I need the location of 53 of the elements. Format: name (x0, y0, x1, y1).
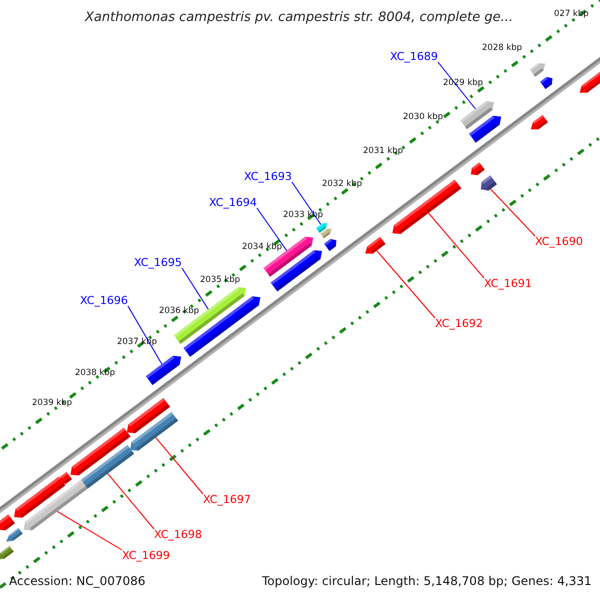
gene-block (324, 239, 336, 251)
leader-line (490, 188, 536, 236)
footer-text: Accession: NC_007086 (9, 575, 146, 587)
gene-label: XC_1691 (484, 278, 532, 289)
scale-label: 2039 kbp (32, 399, 72, 408)
gene-label: XC_1690 (535, 236, 583, 247)
gene-block (6, 528, 23, 542)
scale-label: 2031 kbp (363, 147, 404, 156)
gene-block (530, 63, 546, 77)
scale-label: 2032 kbp (322, 180, 362, 188)
leader-line (437, 62, 476, 110)
gene-block (480, 175, 497, 191)
gene-block (392, 180, 462, 234)
leader-line (127, 306, 162, 365)
leader-line (56, 510, 122, 550)
scale-label: 2030 kbp (403, 113, 444, 122)
gene-label: XC_1697 (203, 494, 251, 505)
leader-line (428, 212, 484, 278)
scale-label: 2034 kbp (242, 243, 282, 252)
scale-label: 2036 kbp (159, 307, 200, 316)
scale-label: 027 kbp (554, 10, 589, 18)
gene-label: XC_1696 (80, 295, 128, 306)
leader-line (107, 473, 154, 530)
gene-label: XC_1693 (244, 171, 292, 182)
gene-block (469, 116, 502, 143)
gene-block (0, 546, 14, 560)
gene-label: XC_1699 (122, 550, 170, 561)
gene-label: XC_1694 (209, 197, 257, 208)
gene-block (146, 356, 182, 385)
gene-block (530, 115, 548, 130)
gene-block (78, 445, 134, 490)
scale-label: 2035 kbp (200, 276, 240, 284)
leader-line (376, 250, 436, 318)
gene-block (184, 296, 260, 357)
gene-block (365, 236, 386, 254)
gene-label: XC_1692 (435, 318, 483, 329)
scale-label: 2038 kbp (75, 369, 116, 378)
gene-block (270, 250, 322, 292)
leader-line (181, 268, 209, 310)
gene-block (24, 480, 88, 531)
scale-label: 2028 kbp (482, 44, 522, 52)
gene-block (0, 514, 15, 530)
gene-block (130, 412, 178, 451)
gene-block (540, 77, 552, 89)
gene-block (320, 228, 332, 238)
gene-label: XC_1695 (134, 257, 182, 268)
footer-text: Topology: circular; Length: 5,148,708 bp; Genes: 4,331 (262, 575, 592, 587)
gene-block (470, 162, 485, 176)
gene-label: XC_1689 (390, 51, 438, 62)
gene-label: XC_1698 (154, 529, 202, 540)
leader-line (291, 182, 322, 225)
leader-line (155, 437, 204, 494)
leader-line (256, 208, 288, 252)
